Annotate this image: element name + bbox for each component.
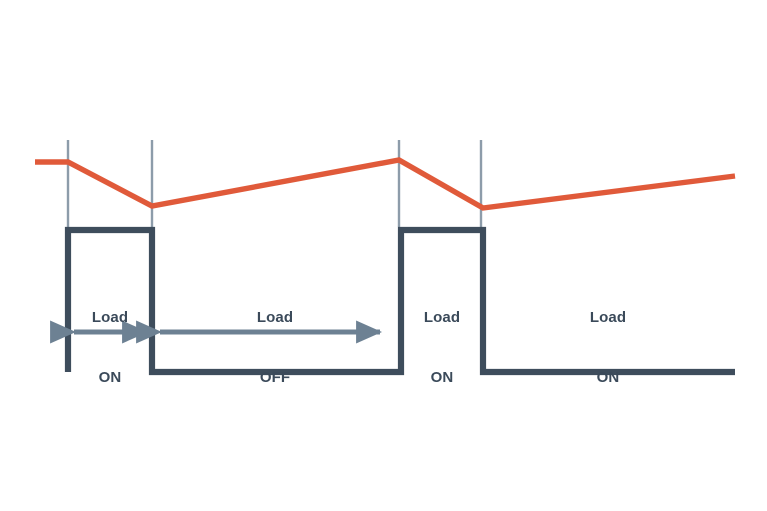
label-load-off-1: Load OFF: [225, 268, 325, 428]
label-load-on-2: Load ON: [402, 268, 482, 428]
label-load-on-3: Load ON: [568, 268, 648, 428]
tick-line-group: [66, 140, 483, 227]
label-load-off-1-line2: OFF: [259, 369, 291, 386]
label-load-on-1-line2: ON: [98, 369, 122, 386]
label-load-on-3-line1: Load: [589, 309, 627, 326]
label-load-on-2-line2: ON: [430, 369, 454, 386]
voltage-line: [35, 157, 736, 211]
label-load-on-3-line2: ON: [596, 369, 620, 386]
label-load-on-1-line1: Load: [91, 309, 129, 326]
label-load-on-2-line1: Load: [423, 309, 461, 326]
label-load-on-1: Load ON: [70, 268, 150, 428]
label-load-off-1-line1: Load: [256, 309, 294, 326]
load-waveform: [64, 226, 735, 376]
